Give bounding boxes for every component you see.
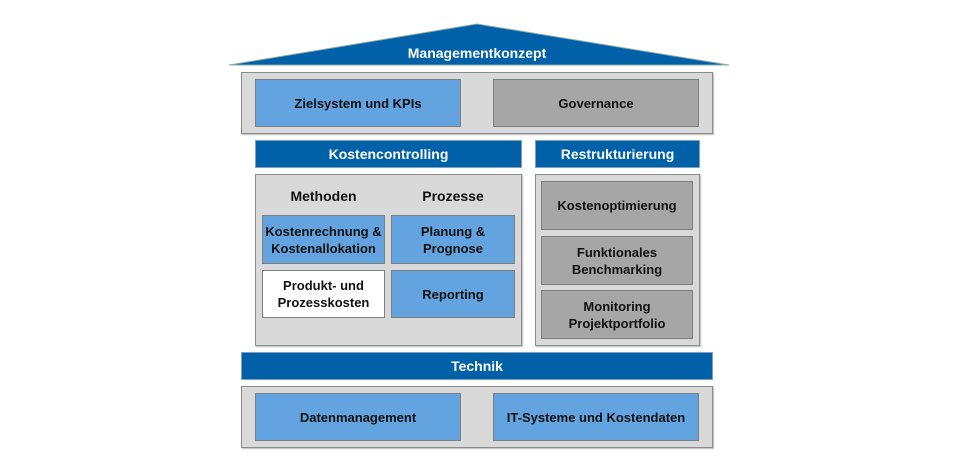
kostencontrolling-header: Kostencontrolling (255, 140, 522, 168)
it-systeme-box: IT-Systeme und Kostendaten (493, 393, 699, 441)
datenmanagement-box: Datenmanagement (255, 393, 461, 441)
restrukturierung-header: Restrukturierung (535, 140, 700, 168)
reporting-box: Reporting (391, 270, 515, 318)
prozesse-heading: Prozesse (422, 187, 484, 204)
monitoring-box: Monitoring Projektportfolio (541, 290, 693, 339)
planung-box: Planung & Prognose (391, 215, 515, 264)
kostenoptimierung-box: Kostenoptimierung (541, 181, 693, 230)
zielsystem-box: Zielsystem und KPIs (255, 79, 461, 127)
produktkosten-box: Produkt- und Prozesskosten (262, 270, 385, 318)
technik-header: Technik (241, 352, 713, 380)
kostenrechnung-box: Kostenrechnung & Kostenallokation (262, 215, 385, 264)
roof-label: Managementkonzept (407, 44, 547, 61)
benchmarking-box: Funktionales Benchmarking (541, 236, 693, 285)
governance-box: Governance (493, 79, 699, 127)
methoden-heading: Methoden (290, 187, 357, 204)
